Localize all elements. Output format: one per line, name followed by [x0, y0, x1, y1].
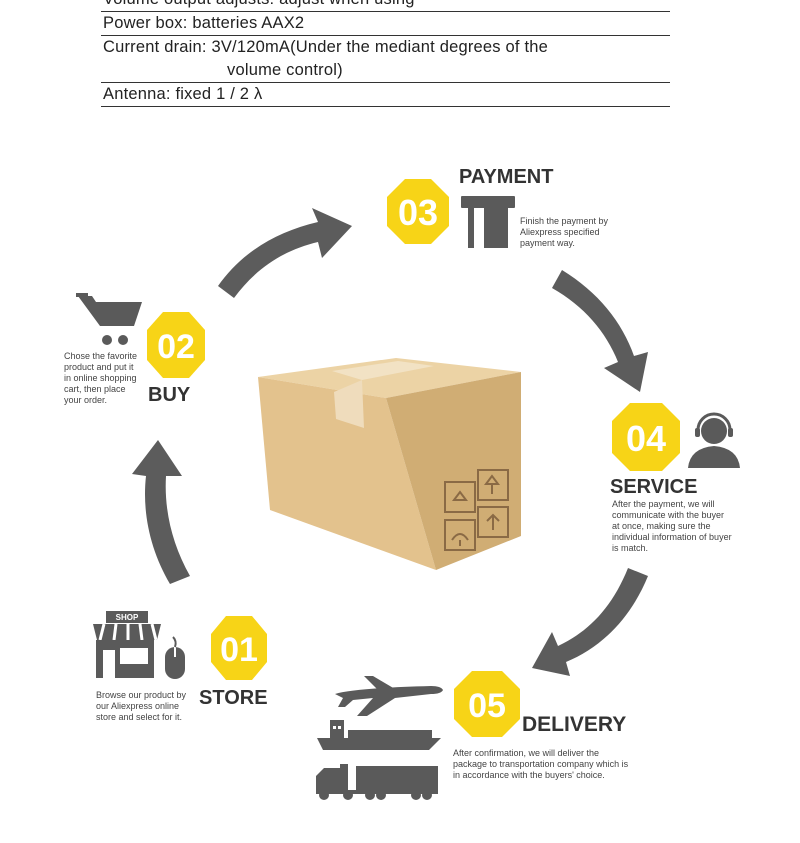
arrow-buy-to-payment — [218, 208, 352, 298]
buy-description: Chose the favorite product and put it in… — [64, 351, 137, 406]
desc-line: in accordance with the buyers' choice. — [453, 770, 605, 780]
desc-line: individual information of buyer — [612, 532, 732, 542]
badge-05 — [454, 671, 520, 737]
spec-table: Volume output adjusts: adjust when using… — [101, 0, 670, 107]
step-number-02: 02 — [157, 328, 195, 366]
badge-04 — [612, 403, 680, 471]
desc-line: package to transportation company which … — [453, 759, 629, 769]
arrow-service-to-delivery — [532, 568, 648, 676]
badge-02 — [147, 312, 205, 378]
arrow-payment-to-service — [552, 270, 648, 392]
desc-line: your order. — [64, 395, 108, 405]
desc-line: product and put it — [64, 362, 134, 372]
spec-row: Antenna: fixed 1 / 2 λ — [101, 83, 670, 107]
spec-row: Volume output adjusts: adjust when using — [101, 0, 670, 12]
desc-line: is match. — [612, 543, 649, 553]
desc-line: communicate with the buyer — [612, 510, 725, 520]
delivery-title: DELIVERY — [522, 713, 627, 736]
payment-description: Finish the payment by Aliexpress specifi… — [520, 216, 608, 249]
cargo-ship-icon — [317, 720, 441, 750]
arrow-store-to-buy — [132, 440, 190, 584]
service-description: After the payment, we will communicate w… — [612, 499, 732, 554]
desc-line: Aliexpress specified — [520, 227, 600, 237]
desc-line: Browse our product by — [96, 690, 187, 700]
shopping-cart-icon — [76, 293, 142, 345]
service-title: SERVICE — [610, 476, 698, 498]
cardboard-box — [258, 358, 521, 570]
flow-arrows — [132, 208, 648, 676]
store-title: STORE — [199, 687, 268, 709]
step-number-05: 05 — [468, 687, 506, 725]
desc-line: in online shopping — [64, 373, 137, 383]
delivery-description: After confirmation, we will deliver the … — [453, 748, 628, 781]
spec-text-continued: volume control) — [227, 61, 343, 79]
desc-line: After the payment, we will — [612, 499, 715, 509]
step-badges — [147, 179, 680, 737]
badge-01 — [211, 616, 267, 680]
spec-row: Power box: batteries AAX2 — [101, 12, 670, 36]
desc-line: store and select for it. — [96, 712, 183, 722]
spec-text: Current drain: 3V/120mA(Under the median… — [103, 38, 549, 56]
box-handling-icons — [444, 469, 509, 551]
store-description: Browse our product by our Aliexpress onl… — [96, 690, 186, 723]
desc-line: Chose the favorite — [64, 351, 138, 361]
mouse-icon — [165, 636, 185, 679]
step-number-01: 01 — [220, 631, 258, 669]
step-number-04: 04 — [626, 418, 666, 459]
desc-line: at once, making sure the — [612, 521, 711, 531]
desc-line: cart, then place — [64, 384, 126, 394]
airplane-icon — [335, 676, 443, 716]
shop-sign-text: SHOP — [116, 613, 139, 622]
desc-line: Finish the payment by — [520, 216, 609, 226]
badge-03 — [387, 179, 449, 244]
desc-line: payment way. — [520, 238, 575, 248]
desc-line: our Aliexpress online — [96, 701, 180, 711]
desc-line: After confirmation, we will deliver the — [453, 748, 600, 758]
step-number-03: 03 — [398, 192, 438, 233]
spec-row: Current drain: 3V/120mA(Under the median… — [101, 36, 670, 83]
customer-service-icon — [688, 412, 740, 468]
card-payment-icon — [461, 196, 515, 248]
shop-icon: SHOP — [93, 611, 161, 678]
truck-icon — [316, 764, 438, 800]
buy-title: BUY — [148, 384, 191, 406]
payment-title: PAYMENT — [459, 166, 554, 188]
